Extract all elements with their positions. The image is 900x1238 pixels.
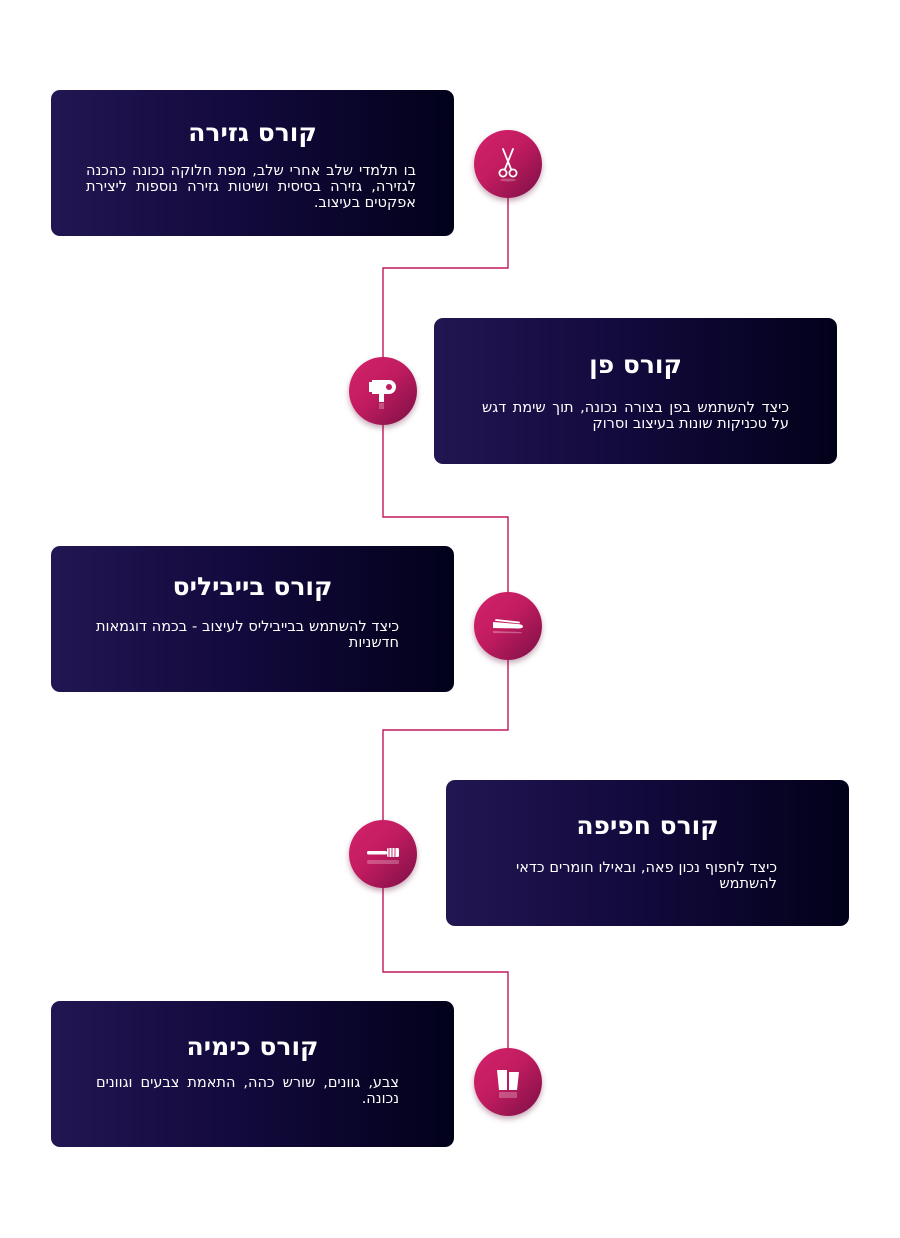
course-title: קורס פן [589, 350, 682, 379]
course-card-cutting: קורס גזירה בו תלמדי שלב אחרי שלב, מפת חל… [51, 90, 454, 236]
course-title: קורס בייביליס [172, 572, 333, 601]
course-description: צבע, גוונים, שורש כהה, התאמת צבעים וגוונ… [96, 1075, 399, 1107]
connector-line-2-3 [382, 390, 509, 625]
connector-line-3-4 [382, 625, 509, 852]
course-card-washing: קורס חפיפה כיצד לחפוף נכון פאה, ובאילו ח… [446, 780, 849, 926]
timeline-node-blowdry [349, 357, 417, 425]
course-description: כיצד לחפוף נכון פאה, ובאילו חומרים כדאי … [516, 860, 777, 892]
course-description: כיצד להשתמש בבייביליס לעיצוב - בכמה דוגמ… [96, 619, 399, 651]
hair-dryer-icon [369, 380, 396, 409]
course-title: קורס כימיה [186, 1032, 319, 1061]
course-card-blowdry: קורס פן כיצד להשתמש בפן בצורה נכונה, תוך… [434, 318, 837, 464]
timeline-node-babyliss [474, 592, 542, 660]
course-description: בו תלמדי שלב אחרי שלב, מפת חלוקה נכונה כ… [86, 163, 416, 211]
course-title: קורס גזירה [188, 118, 317, 147]
hair-straightener-icon [493, 619, 523, 634]
comb-brush-icon [367, 848, 399, 864]
timeline-node-chemistry [474, 1048, 542, 1116]
dye-bottles-icon [497, 1070, 519, 1098]
scissors-icon [498, 148, 518, 182]
timeline-node-washing [349, 820, 417, 888]
course-card-babyliss: קורס בייביליס כיצד להשתמש בבייביליס לעיצ… [51, 546, 454, 692]
course-title: קורס חפיפה [576, 811, 719, 840]
timeline-node-cutting [474, 130, 542, 198]
connector-line-1-2 [382, 164, 509, 390]
course-card-chemistry: קורס כימיה צבע, גוונים, שורש כהה, התאמת … [51, 1001, 454, 1147]
course-description: כיצד להשתמש בפן בצורה נכונה, תוך שימת דג… [482, 400, 789, 432]
connector-line-4-5 [382, 852, 509, 1080]
